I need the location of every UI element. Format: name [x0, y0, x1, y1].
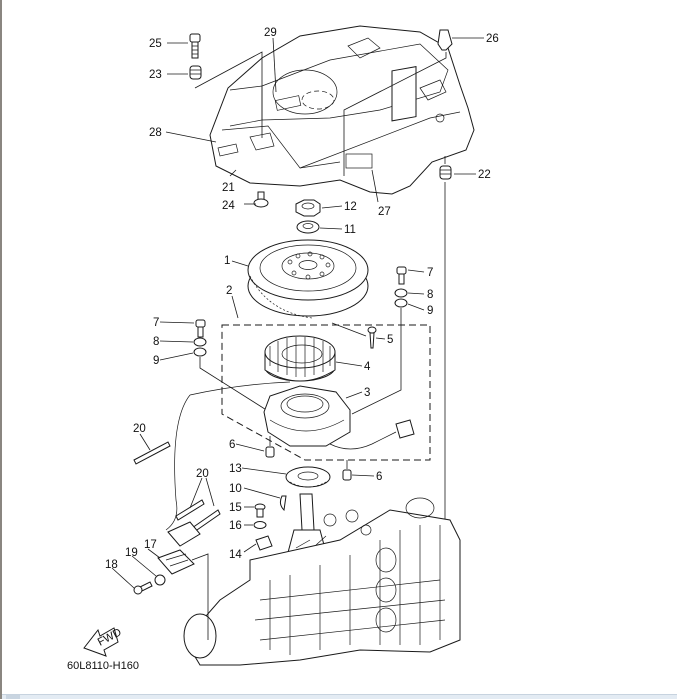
callout-23[interactable]: 23: [149, 69, 162, 81]
callout-29[interactable]: 29: [264, 27, 277, 39]
callout-8-right[interactable]: 8: [427, 289, 433, 301]
callout-22[interactable]: 22: [478, 169, 491, 181]
callout-5[interactable]: 5: [387, 334, 393, 346]
callout-3[interactable]: 3: [364, 387, 370, 399]
callout-7-left[interactable]: 7: [153, 317, 159, 329]
callout-21[interactable]: 21: [222, 182, 235, 194]
callout-labels: 25 23 29 26 28 21 22 24 12 27 11 1 7 8 9…: [105, 27, 499, 571]
callout-14[interactable]: 14: [229, 549, 242, 561]
stator-lead-wire: [165, 381, 397, 531]
holder-14-part[interactable]: [255, 535, 273, 551]
callout-27[interactable]: 27: [378, 206, 391, 218]
washer-19-part[interactable]: [154, 574, 166, 586]
callout-7-right[interactable]: 7: [427, 267, 433, 279]
pulser-coil-rotor-part[interactable]: [285, 466, 331, 488]
washer-16-part[interactable]: [253, 521, 267, 529]
callout-24[interactable]: 24: [222, 200, 235, 212]
screw-5-part[interactable]: [367, 326, 377, 349]
washer-9-right-part[interactable]: [394, 298, 408, 308]
callout-leaders: [111, 37, 484, 589]
callout-4[interactable]: 4: [364, 361, 371, 373]
callout-19[interactable]: 19: [125, 547, 138, 559]
callout-10[interactable]: 10: [229, 483, 242, 495]
scrollbar-thumb[interactable]: [6, 695, 20, 699]
washer-11-part[interactable]: [296, 220, 320, 234]
callout-2[interactable]: 2: [226, 285, 232, 297]
callout-6-left[interactable]: 6: [229, 439, 235, 451]
callout-11[interactable]: 11: [344, 224, 356, 236]
stator-assembly-outline: [221, 324, 431, 461]
drawing-code: 60L8110-H160: [67, 660, 139, 672]
washer-9-left-part[interactable]: [193, 347, 207, 357]
flywheel-cover-part[interactable]: [209, 25, 475, 195]
band-20-lower-part[interactable]: [175, 499, 221, 533]
bolt-25-part[interactable]: [189, 33, 201, 59]
callout-15[interactable]: 15: [229, 502, 242, 514]
washer-8-left-part[interactable]: [193, 337, 207, 347]
window-left-border: [0, 0, 2, 699]
horizontal-scrollbar[interactable]: [2, 694, 677, 699]
grommet-22-part[interactable]: [439, 165, 452, 180]
callout-16[interactable]: 16: [229, 520, 242, 532]
stator-part[interactable]: [264, 335, 336, 382]
callout-9-right[interactable]: 9: [427, 305, 433, 317]
bracket-17-part[interactable]: [157, 549, 195, 575]
band-20-left-part[interactable]: [133, 441, 171, 465]
stator-base-part[interactable]: [263, 385, 351, 447]
coupler-assembly-part[interactable]: [167, 521, 201, 547]
grommet-23-part[interactable]: [189, 65, 202, 80]
callout-20-lower[interactable]: 20: [196, 468, 209, 480]
callout-9-left[interactable]: 9: [153, 355, 159, 367]
callout-26[interactable]: 26: [486, 33, 499, 45]
clip-26-part[interactable]: [437, 29, 453, 51]
forward-direction-arrow: FWD: [83, 626, 124, 657]
bolt-7-left-part[interactable]: [195, 319, 206, 338]
flywheel-magneto-part[interactable]: [247, 239, 369, 319]
callout-17[interactable]: 17: [144, 539, 157, 551]
callout-13[interactable]: 13: [229, 463, 242, 475]
nut-12-part[interactable]: [295, 199, 321, 217]
dowel-pin-6-right-part[interactable]: [342, 469, 352, 481]
coupler-part[interactable]: [395, 419, 415, 439]
collar-24-part[interactable]: [253, 191, 269, 208]
washer-8-right-part[interactable]: [394, 288, 408, 298]
callout-28[interactable]: 28: [149, 127, 162, 139]
bolt-15-part[interactable]: [254, 503, 266, 518]
dowel-pin-6-left-part[interactable]: [265, 446, 275, 458]
bolt-18-part[interactable]: [133, 581, 153, 595]
callout-1[interactable]: 1: [224, 255, 230, 267]
callout-20-left[interactable]: 20: [133, 423, 146, 435]
woodruff-key-part[interactable]: [279, 495, 287, 512]
callout-8-left[interactable]: 8: [153, 336, 159, 348]
engine-block-part: [183, 493, 461, 666]
callout-6-right[interactable]: 6: [376, 471, 382, 483]
callout-18[interactable]: 18: [105, 559, 118, 571]
callout-12[interactable]: 12: [344, 201, 357, 213]
bolt-7-right-part[interactable]: [396, 266, 407, 285]
callout-25[interactable]: 25: [149, 38, 162, 50]
